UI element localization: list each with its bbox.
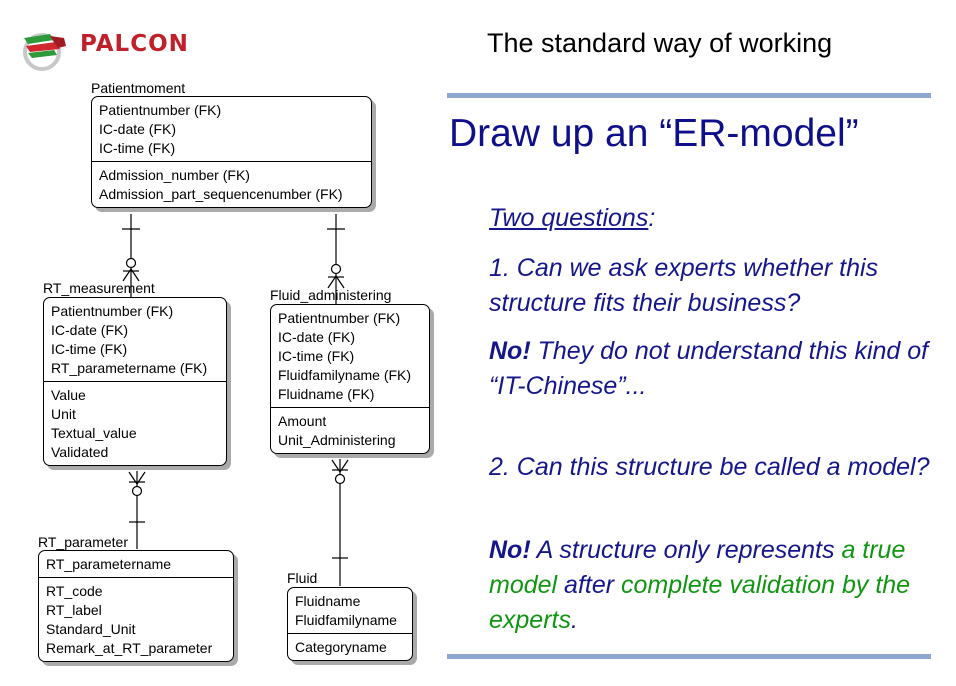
er-relationships (122, 214, 349, 586)
entity-attributes: Amount Unit_Administering (271, 407, 429, 453)
answer-1-no: No! (489, 337, 531, 365)
key-attribute: IC-time (FK) (99, 140, 176, 156)
entity-attributes: Value Unit Textual_value Validated (44, 381, 226, 465)
key-attribute: RT_parametername (46, 556, 172, 572)
entity-rt-measurement: Patientnumber (FK) IC-date (FK) IC-time … (43, 297, 227, 466)
entity-keys: RT_parametername (39, 551, 233, 577)
answer-2-green-1: a true model (489, 536, 906, 599)
entity-name-rt-parameter: RT_parameter (38, 534, 129, 550)
answer-2-green-2: complete validation by the experts (489, 571, 911, 634)
key-attribute: Patientnumber (FK) (99, 102, 222, 118)
entity-keys: Patientnumber (FK) IC-date (FK) IC-time … (92, 97, 371, 161)
attribute: Admission_part_sequencenumber (FK) (99, 186, 343, 202)
key-attribute: Fluidfamilyname (295, 612, 397, 628)
key-attribute: Fluidname (FK) (278, 386, 375, 402)
key-attribute: IC-date (FK) (51, 322, 129, 338)
relationship-patientmoment-rt-measurement (122, 214, 140, 297)
question-1: 1. Can we ask experts whether this struc… (489, 254, 879, 317)
palcon-hands-icon (23, 33, 66, 71)
relationship-fluid-fluid-administering (331, 459, 349, 586)
answer-2-text-2: after (557, 571, 622, 599)
key-attribute: IC-time (FK) (278, 348, 355, 364)
questions-label-text: Two questions (489, 204, 649, 232)
key-attribute: Fluidfamilyname (FK) (278, 367, 412, 383)
entity-keys: Fluidname Fluidfamilyname (288, 588, 412, 633)
attribute: Categoryname (295, 639, 387, 655)
logo-text: PALCON (80, 31, 189, 57)
relationship-patientmoment-fluid-administering (327, 214, 345, 304)
answer-2-end: . (570, 606, 578, 634)
bottom-divider (447, 654, 931, 659)
key-attribute: IC-date (FK) (278, 329, 356, 345)
entity-name-fluid: Fluid (287, 570, 318, 586)
entity-attributes: Categoryname (288, 633, 412, 660)
entity-patientmoment: Patientnumber (FK) IC-date (FK) IC-time … (91, 96, 372, 208)
key-attribute: RT_parametername (FK) (51, 360, 208, 376)
palcon-logo: PALCON (20, 22, 210, 72)
attribute: Textual_value (51, 425, 137, 441)
key-attribute: IC-time (FK) (51, 341, 128, 357)
entity-keys: Patientnumber (FK) IC-date (FK) IC-time … (271, 305, 429, 407)
entity-fluid: Fluidname Fluidfamilyname Categoryname (287, 587, 413, 661)
relationship-rt-parameter-rt-measurement (128, 471, 146, 549)
attribute: RT_label (46, 602, 102, 618)
entity-attributes: RT_code RT_label Standard_Unit Remark_at… (39, 577, 233, 661)
attribute: Remark_at_RT_parameter (46, 640, 213, 656)
attribute: Validated (51, 444, 109, 460)
answer-2-text-1: A structure only represents (530, 536, 842, 564)
entity-attributes: Admission_number (FK) Admission_part_seq… (92, 161, 371, 207)
attribute: Unit (51, 406, 76, 422)
attribute: RT_code (46, 583, 103, 599)
attribute: Unit_Administering (278, 432, 396, 448)
attribute: Admission_number (FK) (99, 167, 250, 183)
entity-fluid-administering: Patientnumber (FK) IC-date (FK) IC-time … (270, 304, 430, 454)
entity-name-fluid-administering: Fluid_administering (270, 287, 392, 303)
key-attribute: Fluidname (295, 593, 361, 609)
key-attribute: Patientnumber (FK) (278, 310, 401, 326)
answer-1: No! They do not understand this kind of … (489, 334, 949, 404)
answer-2: No! A structure only represents a true m… (489, 533, 949, 638)
entity-name-patientmoment: Patientmoment (91, 80, 186, 96)
entity-keys: Patientnumber (FK) IC-date (FK) IC-time … (44, 298, 226, 381)
slide-heading: Draw up an “ER-model” (449, 112, 859, 155)
answer-2-no: No! (489, 536, 531, 564)
entity-rt-parameter: RT_parametername RT_code RT_label Standa… (38, 550, 234, 662)
slide-title: The standard way of working (487, 28, 833, 58)
attribute: Amount (278, 413, 327, 429)
top-divider (447, 93, 931, 98)
entity-name-rt-measurement: RT_measurement (43, 280, 155, 296)
questions-label: Two questions: (489, 201, 949, 236)
questions-colon: : (648, 204, 656, 232)
key-attribute: Patientnumber (FK) (51, 303, 174, 319)
attribute: Value (51, 387, 86, 403)
key-attribute: IC-date (FK) (99, 121, 177, 137)
question-2: 2. Can this structure be called a model? (489, 453, 930, 481)
attribute: Standard_Unit (46, 621, 136, 637)
answer-1-text: They do not understand this kind of “IT-… (489, 337, 929, 400)
